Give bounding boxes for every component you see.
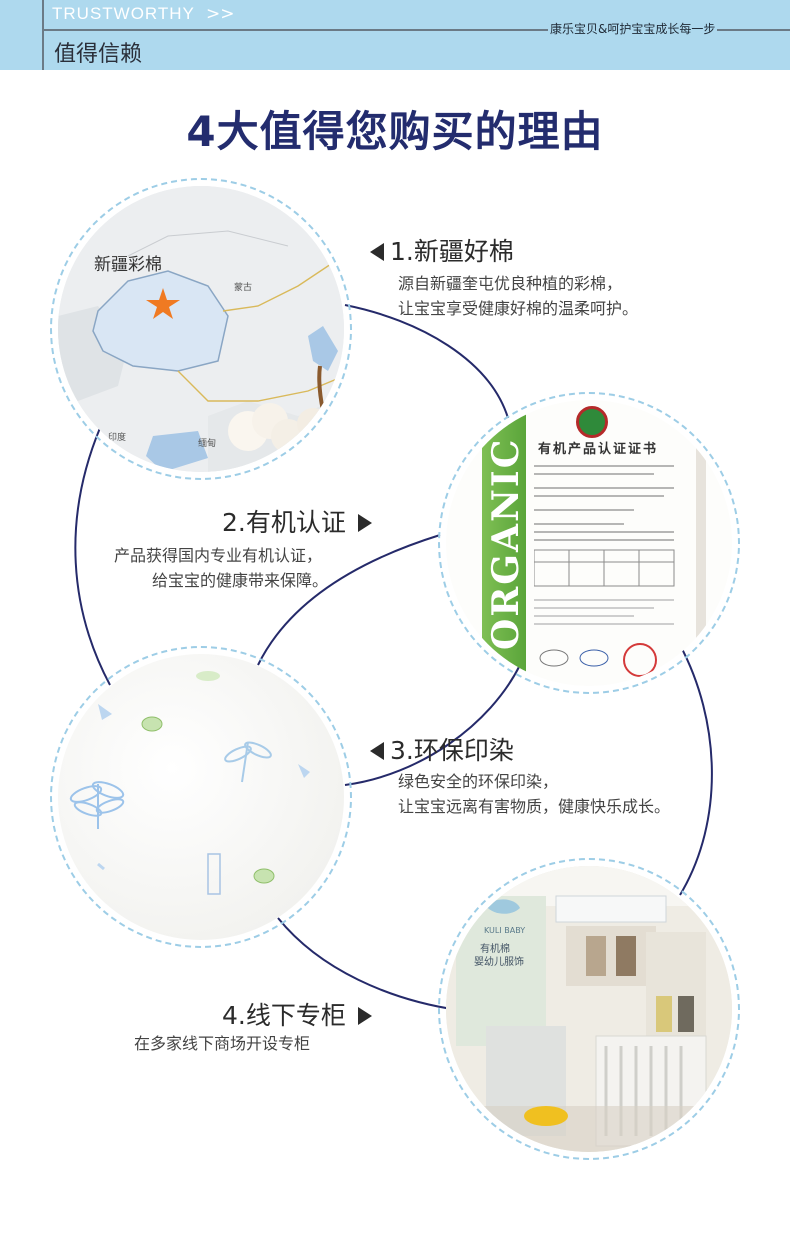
fabric-circle [58,654,344,940]
item-3-title-text: 3.环保印染 [390,736,514,765]
map-illustration [58,186,344,472]
star-icon [146,288,180,319]
map-label-mongolia: 蒙古 [234,283,253,293]
connector-cert-store [679,644,713,896]
triangle-left-icon [370,243,384,261]
item-1-desc-line2: 让宝宝享受健康好棉的温柔呵护。 [398,299,639,318]
store-photo-illustration [446,866,732,1152]
certificate-green-band [482,400,526,686]
connector-fabric-store [277,917,459,1011]
certificate-circle: ORGANIC 有机产品认证证书 [446,400,732,686]
header-slogan: 康乐宝贝&呵护宝宝成长每一步 [548,20,718,37]
organic-logo-icon [576,406,608,438]
store-brand: KULI BABY [484,926,526,935]
map-region-label: 新疆彩棉 [94,255,162,275]
triangle-right-icon [357,514,372,532]
item-1-desc-line1: 源自新疆奎屯优良种植的彩棉， [398,274,623,293]
dragonfly-icon [69,781,125,829]
header-divider-horizontal [44,29,790,31]
xinjiang-region [92,270,229,372]
certificate-circle-ring [438,392,740,694]
item-2-desc-line2: 给宝宝的健康带来保障。 [152,571,329,590]
leaf-icon [141,716,163,732]
item-4-desc-line1: 在多家线下商场开设专柜 [134,1034,311,1053]
item-3-desc: 绿色安全的环保印染， 让宝宝远离有害物质，健康快乐成长。 [398,769,670,819]
connector-cert-fabric [257,534,441,666]
item-4-title: 4.线下专柜 [222,996,372,1032]
triangle-left-icon [370,742,384,760]
item-3-desc-line2: 让宝宝远离有害物质，健康快乐成长。 [398,797,671,816]
connector-1-2 [344,304,509,419]
certificate-organic-text: ORGANIC [485,438,527,650]
item-4-title-text: 4.线下专柜 [222,1001,346,1030]
item-2-desc: 产品获得国内专业有机认证， 给宝宝的健康带来保障。 [114,543,328,593]
item-2-desc-line1: 产品获得国内专业有机认证， [114,546,323,565]
header-arrow: >> [206,4,235,24]
item-1-title-text: 1.新疆好棉 [390,237,514,266]
item-4-desc: 在多家线下商场开设专柜 [134,1031,310,1056]
header-label-en: TRUSTWORTHY [52,4,195,23]
item-1-desc: 源自新疆奎屯优良种植的彩棉， 让宝宝享受健康好棉的温柔呵护。 [398,271,638,321]
map-circle: 新疆彩棉 蒙古 印度 缅甸 [58,186,344,472]
fabric-circle-ring [50,646,352,948]
page-title: 4大值得您购买的理由 [186,107,604,156]
certificate-body-lines [534,465,675,677]
store-circle-ring [438,858,740,1160]
item-2-title-text: 2.有机认证 [222,508,346,537]
map-label-myanmar: 缅甸 [198,439,217,449]
connector-map-fabric [74,427,111,686]
triangle-right-icon [357,1007,372,1025]
certificate-heading: 有机产品认证证书 [538,442,659,457]
header-divider-vertical [42,0,44,70]
cloud-logo-icon [486,899,520,914]
map-label-india: 印度 [108,433,127,443]
map-circle-ring [50,178,352,480]
store-circle: KULI BABY 有机棉 婴幼儿服饰 [446,866,732,1152]
certificate-frame-edge [696,410,706,686]
item-3-title: 3.环保印染 [370,731,514,767]
header-label-cn: 值得信赖 [54,42,143,67]
item-2-title: 2.有机认证 [222,503,372,539]
connector-fabric-text3 [344,664,521,786]
store-sign-line1: 有机棉 [480,944,510,955]
item-3-desc-line1: 绿色安全的环保印染， [398,772,559,791]
fabric-pattern [69,671,310,895]
item-1-title: 1.新疆好棉 [370,232,514,268]
store-sign-line2: 婴幼儿服饰 [474,957,524,968]
